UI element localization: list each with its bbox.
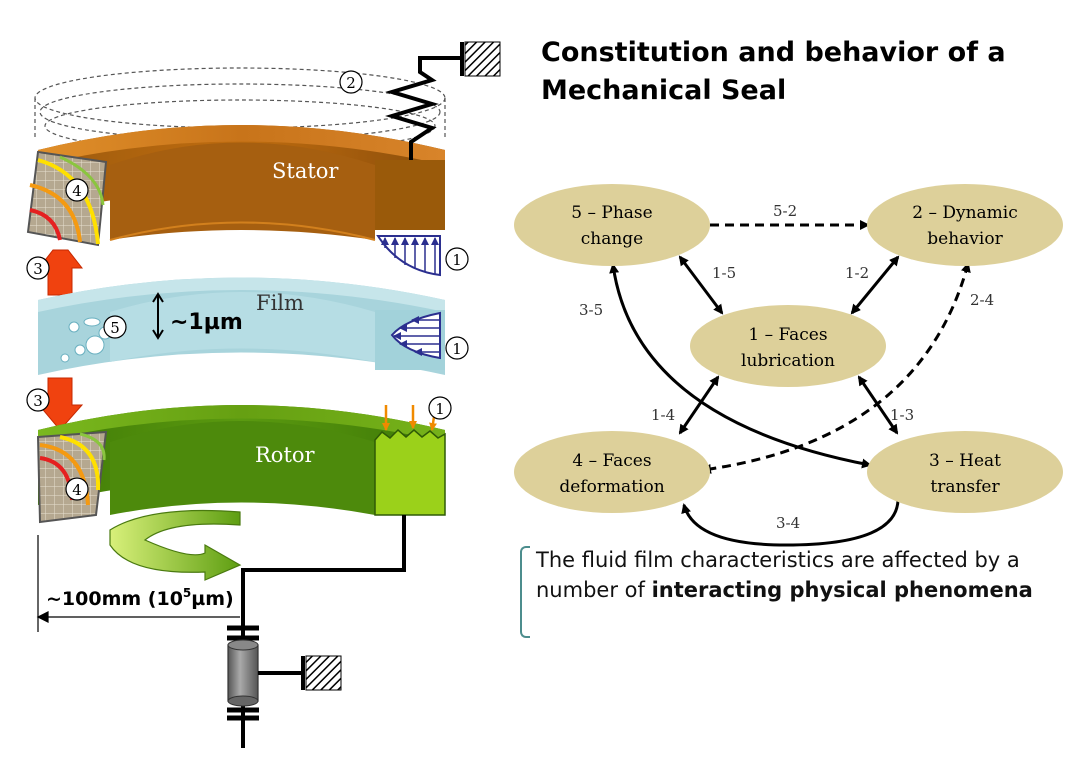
diameter-label: ~100mm (105µm) (46, 586, 234, 610)
edge-label-1-4: 1-4 (651, 406, 675, 424)
svg-text:5 – Phase: 5 – Phase (571, 203, 652, 223)
film-velocity-profile (390, 311, 441, 360)
shaft-coupling-bottom (227, 707, 259, 721)
edge-label-3-5: 3-5 (579, 301, 603, 319)
marker-1-stator: 1 (445, 247, 469, 271)
ground-hatch-bottom (305, 655, 342, 691)
caption-emphasis: interacting physical phenomena (651, 578, 1033, 602)
rotor-ring (38, 405, 446, 516)
svg-text:2 – Dynamic: 2 – Dynamic (912, 203, 1018, 223)
svg-text:deformation: deformation (559, 477, 664, 497)
svg-text:4: 4 (72, 481, 82, 499)
marker-5: 5 (103, 315, 127, 339)
svg-text:change: change (581, 229, 644, 249)
stator-thermal-inset (26, 150, 108, 247)
edge-1-4 (678, 375, 720, 435)
edge-label-1-2: 1-2 (845, 264, 869, 282)
node-heat-transfer: 3 – Heat transfer (867, 431, 1063, 513)
bearing-cylinder (227, 639, 259, 707)
svg-text:4 – Faces: 4 – Faces (572, 451, 651, 471)
node-dynamic-behavior: 2 – Dynamic behavior (867, 184, 1063, 266)
edge-label-1-3: 1-3 (890, 406, 914, 424)
marker-3-up: 3 (26, 256, 50, 280)
marker-2: 2 (339, 70, 363, 94)
caption-text: The fluid film characteristics are affec… (536, 548, 1020, 602)
stator-ring (38, 125, 445, 241)
node-faces-deformation: 4 – Faces deformation (514, 431, 710, 513)
rotor-label: Rotor (255, 443, 316, 467)
edge-label-2-4: 2-4 (970, 291, 994, 309)
svg-text:4: 4 (72, 182, 82, 200)
svg-text:1 – Faces: 1 – Faces (748, 325, 827, 345)
marker-4-rotor: 4 (65, 477, 89, 501)
edge-1-3 (857, 375, 899, 435)
marker-4-stator: 4 (65, 178, 89, 202)
edge-3-4 (681, 496, 900, 547)
rotation-arrow (109, 509, 242, 581)
spring-mount (385, 42, 464, 160)
node-faces-lubrication: 1 – Faces lubrication (690, 305, 886, 387)
phase-change-bubbles (60, 317, 112, 363)
edge-label-3-4: 3-4 (776, 514, 800, 532)
film-thickness-arrow (152, 292, 164, 340)
caption: The fluid film characteristics are affec… (536, 545, 1056, 605)
node-phase-change: 5 – Phase change (514, 184, 710, 266)
film-ring (38, 277, 445, 375)
svg-text:1: 1 (452, 340, 462, 358)
marker-1-rotor: 1 (428, 396, 452, 420)
ground-hatch-top (464, 41, 501, 77)
bearing-ground (258, 656, 305, 690)
stator-label: Stator (272, 159, 339, 183)
diameter-dimension (36, 535, 240, 632)
svg-text:3 – Heat: 3 – Heat (929, 451, 1001, 471)
film-label: Film (256, 291, 304, 315)
svg-text:5: 5 (110, 319, 120, 337)
svg-text:behavior: behavior (927, 229, 1003, 249)
svg-text:3: 3 (33, 260, 43, 278)
svg-text:1: 1 (452, 251, 462, 269)
stator-pressure-profile (376, 235, 441, 277)
edge-label-1-5: 1-5 (712, 264, 736, 282)
marker-1-film: 1 (445, 336, 469, 360)
edge-label-5-2: 5-2 (773, 202, 797, 220)
svg-text:1: 1 (435, 400, 445, 418)
svg-text:3: 3 (33, 392, 43, 410)
svg-text:lubrication: lubrication (741, 351, 835, 371)
svg-text:2: 2 (346, 74, 356, 92)
caption-bracket (520, 546, 530, 638)
page-title: Constitution and behavior of a Mechanica… (541, 37, 1006, 106)
marker-3-down: 3 (26, 388, 50, 412)
svg-text:transfer: transfer (930, 477, 1000, 497)
shaft-coupling-top (227, 625, 259, 641)
film-thickness-label: ~1µm (170, 310, 243, 335)
